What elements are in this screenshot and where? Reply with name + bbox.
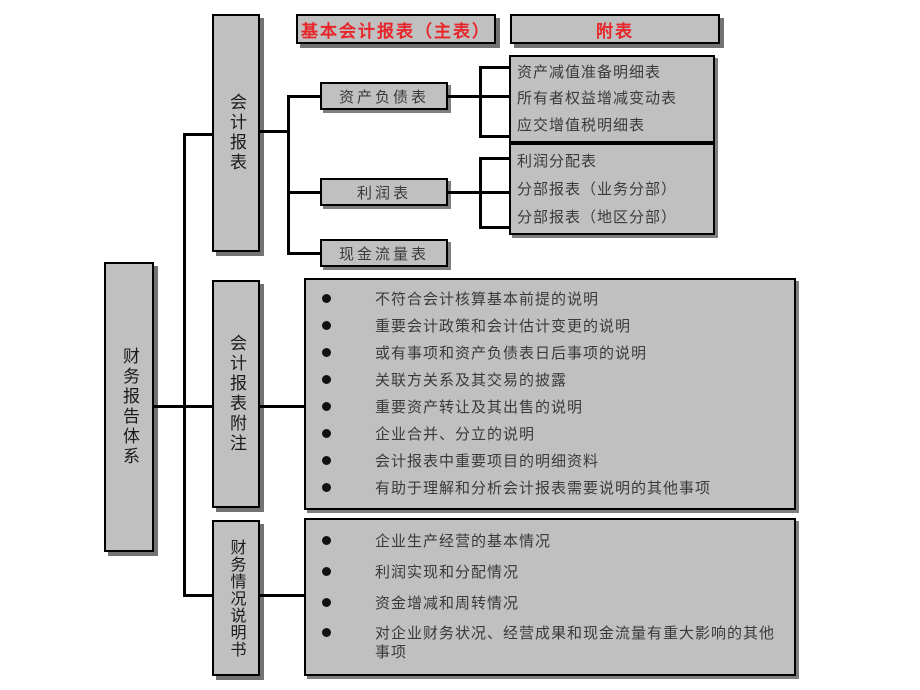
header-banner-schedules: 附表 — [510, 14, 720, 44]
connector-statements-spine — [287, 95, 290, 255]
list-item: 不符合会计核算基本前提的说明 — [310, 290, 786, 309]
bullet-icon — [322, 429, 331, 439]
bullet-icon — [322, 483, 331, 493]
list-item: 或有事项和资产负债表日后事项的说明 — [310, 344, 786, 363]
connector-root-spine — [183, 133, 186, 597]
schedule-row: 资产减值准备明细表 — [517, 62, 662, 81]
list-item-label: 有助于理解和分析会计报表需要说明的其他事项 — [375, 479, 712, 498]
connector-to-schedule-vat — [479, 135, 510, 138]
bullet-icon — [322, 456, 331, 466]
list-item-label: 重要资产转让及其出售的说明 — [375, 398, 584, 417]
list-item-label: 会计报表中重要项目的明细资料 — [375, 452, 600, 471]
list-item-label: 企业合并、分立的说明 — [375, 425, 536, 444]
statement-cash-flow: 现金流量表 — [320, 239, 448, 267]
schedule-row: 利润分配表 — [517, 151, 598, 170]
connector-financial-status-to-list — [258, 594, 306, 597]
schedule-row: 应交增值税明细表 — [517, 116, 646, 135]
list-item: 利润实现和分配情况 — [310, 563, 786, 582]
header-banner-main-statements: 基本会计报表（主表） — [296, 14, 496, 44]
connector-accounting-statements-stub — [258, 130, 290, 133]
list-item: 企业合并、分立的说明 — [310, 425, 786, 444]
bullet-icon — [322, 375, 331, 385]
bullet-icon — [322, 536, 331, 546]
statement-income-label: 利润表 — [356, 183, 411, 202]
bullet-icon — [322, 566, 331, 576]
connector-to-schedule-segment-region — [479, 226, 510, 229]
bullet-icon — [322, 402, 331, 412]
connector-to-cashflow-statement — [287, 252, 322, 255]
branch-accounting-statements: 会计报表 — [212, 14, 260, 252]
schedule-row: 所有者权益增减变动表 — [517, 89, 678, 108]
branch-financial-status-report-label: 财务情况说明书 — [227, 538, 247, 658]
list-item: 会计报表中重要项目的明细资料 — [310, 452, 786, 471]
list-item: 对企业财务状况、经营成果和现金流量有重大影响的其他事项 — [310, 624, 786, 662]
statement-balance-sheet-label: 资产负债表 — [338, 87, 429, 106]
header-banner-schedules-label: 附表 — [596, 21, 634, 42]
list-item: 关联方关系及其交易的披露 — [310, 371, 786, 390]
list-item-label: 或有事项和资产负债表日后事项的说明 — [375, 344, 648, 363]
connector-to-schedule-profit-distribution — [479, 157, 510, 160]
connector-to-schedule-impairment — [479, 66, 510, 69]
financial-status-list-panel: 企业生产经营的基本情况 利润实现和分配情况 资金增减和周转情况 对企业财务状况、… — [304, 518, 796, 676]
connector-to-balance-sheet — [287, 95, 322, 98]
root-node-label: 财务报告体系 — [119, 347, 140, 467]
list-item: 重要会计政策和会计估计变更的说明 — [310, 317, 786, 336]
list-item: 企业生产经营的基本情况 — [310, 532, 786, 551]
bullet-icon — [322, 321, 331, 331]
schedule-row: 分部报表（地区分部） — [517, 207, 678, 226]
bullet-icon — [322, 597, 331, 607]
connector-to-income-statement — [287, 191, 322, 194]
bullet-icon — [322, 628, 331, 638]
connector-balance-schedules-spine — [479, 66, 482, 138]
connector-balance-sheet-stub — [448, 95, 482, 98]
connector-income-statement-stub — [448, 191, 482, 194]
connector-to-branch-accounting-statements — [183, 133, 214, 136]
connector-to-branch-statement-notes — [183, 405, 214, 408]
branch-statement-notes-label: 会计报表附注 — [226, 334, 247, 454]
schedule-panel-income-statement: 利润分配表 分部报表（业务分部） 分部报表（地区分部） — [509, 143, 715, 235]
connector-root-stub — [154, 405, 186, 408]
schedule-row: 分部报表（业务分部） — [517, 179, 678, 198]
list-item-label: 利润实现和分配情况 — [375, 562, 520, 581]
notes-list-panel: 不符合会计核算基本前提的说明 重要会计政策和会计估计变更的说明 或有事项和资产负… — [304, 278, 796, 510]
statement-cash-flow-label: 现金流量表 — [338, 244, 429, 263]
statement-income: 利润表 — [320, 178, 448, 206]
branch-statement-notes: 会计报表附注 — [212, 280, 260, 508]
branch-financial-status-report: 财务情况说明书 — [212, 520, 260, 676]
list-item-label: 资金增减和周转情况 — [375, 593, 520, 612]
connector-to-schedule-equity — [479, 95, 510, 98]
header-banner-main-statements-label: 基本会计报表（主表） — [301, 21, 491, 42]
list-item: 资金增减和周转情况 — [310, 594, 786, 613]
list-item-label: 关联方关系及其交易的披露 — [375, 371, 568, 390]
connector-notes-to-list — [258, 405, 306, 408]
root-node-financial-reporting-system: 财务报告体系 — [104, 262, 154, 552]
list-item: 有助于理解和分析会计报表需要说明的其他事项 — [310, 479, 786, 498]
bullet-icon — [322, 294, 331, 304]
list-item-label: 企业生产经营的基本情况 — [375, 532, 552, 551]
list-item-label: 不符合会计核算基本前提的说明 — [375, 290, 600, 309]
connector-to-branch-financial-status — [183, 594, 214, 597]
connector-to-schedule-segment-business — [479, 191, 510, 194]
list-item-label: 对企业财务状况、经营成果和现金流量有重大影响的其他事项 — [375, 624, 776, 662]
schedule-panel-balance-sheet: 资产减值准备明细表 所有者权益增减变动表 应交增值税明细表 — [509, 55, 715, 143]
statement-balance-sheet: 资产负债表 — [320, 82, 448, 110]
list-item-label: 重要会计政策和会计估计变更的说明 — [375, 317, 632, 336]
bullet-icon — [322, 348, 331, 358]
branch-accounting-statements-label: 会计报表 — [226, 93, 247, 173]
list-item: 重要资产转让及其出售的说明 — [310, 398, 786, 417]
